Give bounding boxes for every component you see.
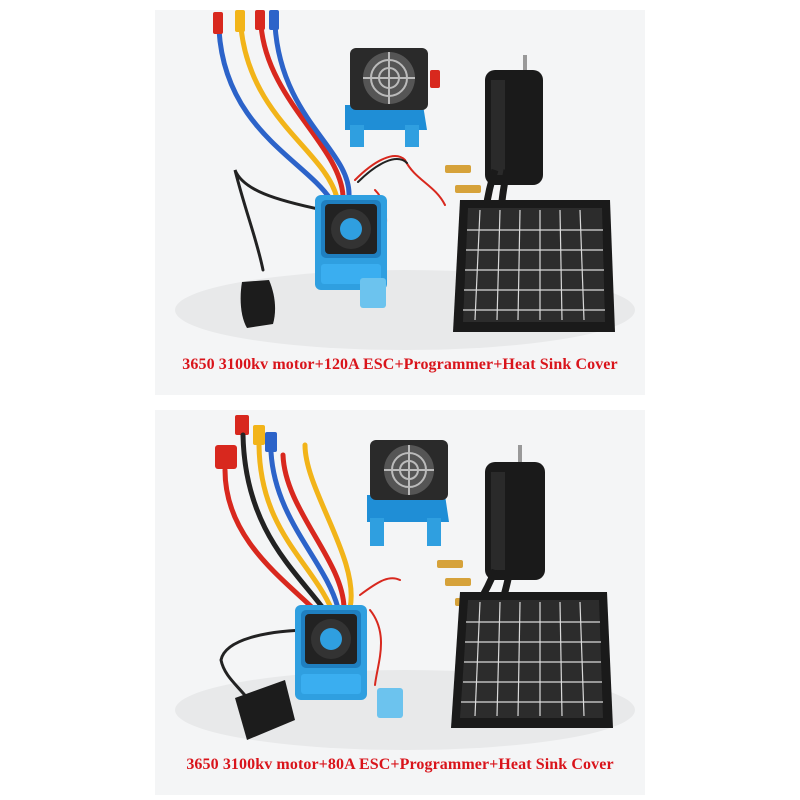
power-wires bbox=[219, 432, 401, 712]
programming-card bbox=[453, 200, 615, 332]
esc-120a bbox=[315, 195, 387, 290]
programming-plug bbox=[377, 688, 403, 718]
heat-sink-cover bbox=[367, 440, 449, 546]
t-plug-connectors bbox=[215, 415, 277, 469]
bullet-connectors bbox=[213, 10, 279, 34]
esc-80a bbox=[295, 605, 367, 700]
power-switch bbox=[240, 280, 276, 328]
caption-120a: 3650 3100kv motor+120A ESC+Programmer+He… bbox=[182, 356, 618, 373]
product-photo-120a bbox=[155, 10, 645, 395]
caption-80a: 3650 3100kv motor+80A ESC+Programmer+Hea… bbox=[186, 756, 614, 773]
power-switch bbox=[235, 680, 295, 740]
product-photo-80a bbox=[155, 410, 645, 795]
heat-sink-cover bbox=[345, 48, 440, 147]
product-image-80a: 3650 3100kv motor+80A ESC+Programmer+Hea… bbox=[155, 410, 645, 795]
programming-plug bbox=[360, 278, 386, 308]
programming-card bbox=[451, 592, 613, 728]
product-image-120a: 3650 3100kv motor+120A ESC+Programmer+He… bbox=[155, 10, 645, 395]
